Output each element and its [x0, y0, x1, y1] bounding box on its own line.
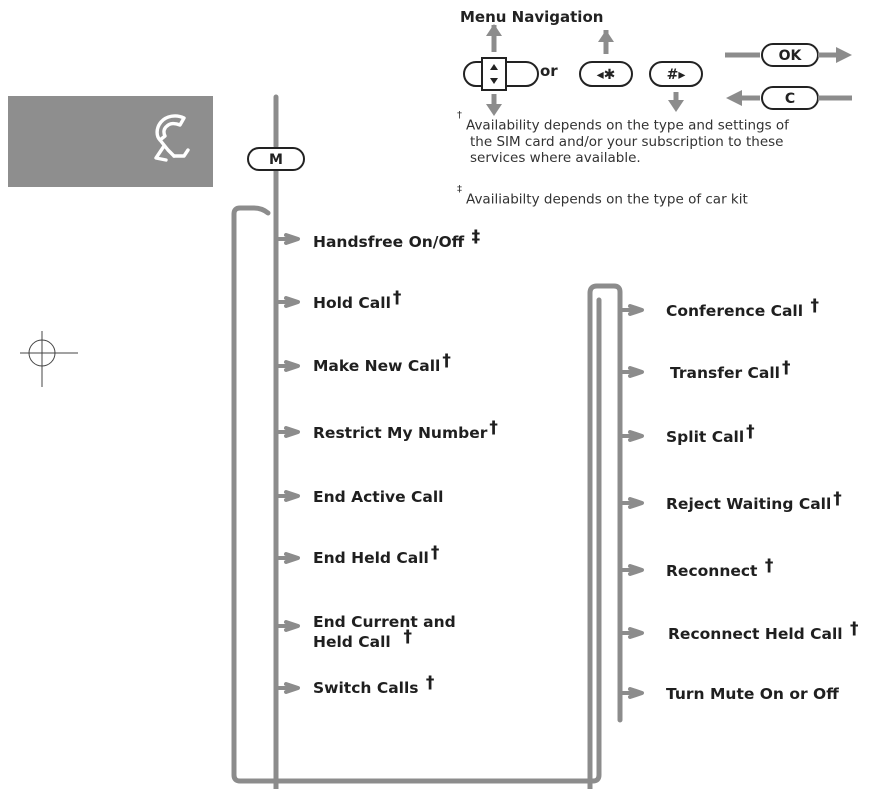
m-key-button: M	[247, 147, 305, 171]
dagger-note-line-3: services where available.	[470, 149, 641, 166]
right-branch-arrow	[618, 627, 644, 639]
menu-item-switch-calls[interactable]: Switch Calls †	[313, 673, 435, 697]
menu-item-reconnect[interactable]: Reconnect †	[666, 556, 774, 580]
ok-key-button: OK	[761, 43, 819, 67]
left-branch-arrow	[274, 620, 300, 632]
menu-item-end-active-call[interactable]: End Active Call	[313, 488, 444, 506]
menu-item-handsfree[interactable]: Handsfree On/Off ‡	[313, 227, 481, 251]
phone-handset-icon	[154, 114, 190, 162]
menu-item-hold-call[interactable]: Hold Call†	[313, 288, 402, 312]
dagger-note: † Availability depends on the type and se…	[457, 110, 789, 166]
menu-item-turn-mute[interactable]: Turn Mute On or Off	[666, 685, 839, 703]
c-key-button: C	[761, 86, 819, 110]
left-branch-arrow	[274, 490, 300, 502]
navigation-arrow-icon	[725, 47, 852, 106]
left-branch-arrow	[274, 296, 300, 308]
svg-text:M: M	[269, 152, 283, 168]
menu-navigation-title: Menu Navigation	[460, 8, 604, 26]
double-dagger-symbol: ‡	[457, 184, 462, 195]
svg-text:#▸: #▸	[667, 67, 686, 83]
right-branch-arrow	[618, 497, 644, 509]
or-label: or	[540, 62, 558, 80]
left-branch-arrow	[274, 552, 300, 564]
right-branch-arrow	[618, 366, 644, 378]
left-branch-arrow	[274, 233, 300, 245]
menu-item-restrict-my-number[interactable]: Restrict My Number†	[313, 418, 498, 442]
menu-item-conference-call[interactable]: Conference Call †	[666, 296, 819, 320]
dagger-symbol: †	[457, 110, 462, 121]
menu-item-end-held-call[interactable]: End Held Call†	[313, 543, 440, 567]
left-branch-arrow	[274, 426, 300, 438]
left-branch-arrow	[274, 360, 300, 372]
right-branch-arrow	[618, 687, 644, 699]
double-dagger-note-text: Availiabilty depends on the type of car …	[466, 191, 748, 208]
crosshair-icon	[20, 331, 78, 387]
menu-item-split-call[interactable]: Split Call†	[666, 422, 755, 446]
section-tab	[8, 96, 213, 187]
joystick-key	[463, 24, 539, 116]
menu-item-reject-waiting-call[interactable]: Reject Waiting Call†	[666, 489, 842, 513]
svg-text:◂✱: ◂✱	[597, 67, 616, 83]
svg-text:OK: OK	[779, 48, 803, 64]
star-key: ◂✱	[579, 30, 633, 87]
right-branch-arrow	[618, 564, 644, 576]
svg-text:C: C	[785, 91, 795, 107]
menu-item-reconnect-held-call[interactable]: Reconnect Held Call †	[668, 619, 859, 643]
menu-branches	[274, 233, 644, 699]
left-menu-bracket	[231, 94, 623, 789]
dagger-note-line-1: Availability depends on the type and set…	[466, 117, 789, 134]
menu-item-make-new-call[interactable]: Make New Call†	[313, 351, 451, 375]
left-branch-arrow	[274, 682, 300, 694]
hash-key: #▸	[649, 61, 703, 112]
double-dagger-note: ‡ Availiabilty depends on the type of car…	[457, 184, 748, 208]
right-branch-arrow	[618, 430, 644, 442]
right-branch-arrow	[618, 304, 644, 316]
dagger-note-line-2: the SIM card and/or your subscription to…	[470, 133, 784, 150]
menu-item-transfer-call[interactable]: Transfer Call†	[670, 358, 791, 382]
